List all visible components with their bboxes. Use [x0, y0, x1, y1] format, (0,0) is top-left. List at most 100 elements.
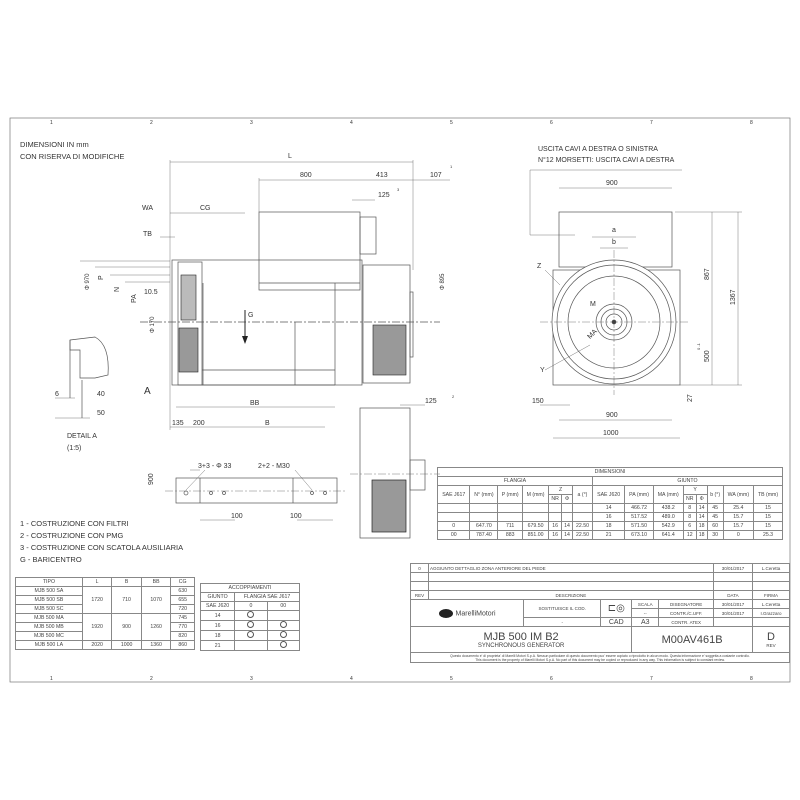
svg-text:1: 1: [450, 164, 453, 169]
svg-text:4: 4: [350, 120, 353, 126]
table-cell: [561, 503, 574, 513]
svg-text:7: 7: [650, 120, 653, 126]
svg-text:(1:5): (1:5): [67, 445, 81, 452]
table-cell: 14: [591, 503, 626, 513]
compatible-circle-icon: [279, 621, 287, 628]
front-view-generator: [529, 169, 690, 395]
foot-top-view: [165, 469, 345, 521]
table-cell: 22.50: [572, 521, 593, 531]
svg-text:PA: PA: [131, 294, 138, 303]
svg-text:1367: 1367: [730, 289, 737, 305]
svg-text:Φ 895: Φ 895: [440, 273, 446, 290]
svg-text:2: 2: [150, 120, 153, 126]
svg-text:4: 4: [350, 676, 353, 682]
svg-text:N°12 MORSETTI: USCITA CAVI A D: N°12 MORSETTI: USCITA CAVI A DESTRA: [538, 156, 675, 164]
svg-text:6: 6: [55, 391, 59, 398]
table-cell: 14: [561, 530, 574, 540]
table-cell: 00: [436, 530, 471, 540]
table-cell: 12: [682, 530, 697, 540]
table-cell: 542.9: [652, 521, 684, 531]
svg-text:P: P: [98, 275, 105, 280]
table-cell: 21: [591, 530, 626, 540]
table-cell: [436, 512, 471, 522]
table-cell: 489.0: [652, 512, 684, 522]
group-header: FLANGIA: [437, 476, 593, 486]
svg-text:2: 2: [150, 676, 153, 682]
svg-text:Y: Y: [540, 367, 545, 374]
svg-text:TB: TB: [143, 231, 152, 238]
table-cell: 787.40: [469, 530, 499, 540]
table-cell: [548, 512, 563, 522]
table-cell: [522, 512, 550, 522]
svg-text:Z: Z: [537, 263, 542, 270]
svg-text:N: N: [114, 287, 121, 292]
svg-text:1000: 1000: [603, 430, 619, 437]
svg-text:6: 6: [550, 676, 553, 682]
svg-text:800: 800: [300, 172, 312, 179]
svg-text:Φ 170: Φ 170: [150, 316, 156, 333]
table-cell: 18: [695, 521, 708, 531]
svg-text:3: 3: [250, 120, 253, 126]
compatible-circle-icon: [247, 611, 255, 618]
table-cell: 60: [706, 521, 724, 531]
pmg-side-view: [350, 407, 440, 539]
drawing-frame: [9, 117, 791, 683]
svg-text:CG: CG: [200, 205, 211, 212]
svg-text:500: 500: [704, 350, 711, 362]
table-cell: 30: [706, 530, 724, 540]
side-view-dimensions: [80, 160, 450, 430]
svg-text:150: 150: [532, 398, 544, 405]
svg-text:Φ 970: Φ 970: [85, 273, 91, 290]
svg-text:b: b: [612, 239, 616, 246]
svg-text:3+3 - Φ 33: 3+3 - Φ 33: [198, 463, 232, 470]
compatible-circle-icon: [247, 631, 255, 638]
table-cell: 711: [497, 521, 524, 531]
svg-text:900: 900: [606, 412, 618, 419]
table-row: 14: [199, 610, 301, 621]
svg-text:3: 3: [397, 187, 400, 192]
table-cell: 571.50: [624, 521, 654, 531]
svg-text:100: 100: [290, 513, 302, 520]
svg-text:BB: BB: [250, 400, 260, 407]
table-cell: [522, 503, 550, 513]
table-cell: 45: [706, 512, 724, 522]
svg-text:B: B: [265, 420, 270, 427]
compatible-circle-icon: [247, 621, 255, 628]
table-cell: [572, 512, 593, 522]
detail-a: [55, 336, 109, 419]
svg-text:USCITA CAVI A DESTRA O SINISTR: USCITA CAVI A DESTRA O SINISTRA: [538, 146, 658, 153]
note-modifications: CON RISERVA DI MODIFICHE: [20, 152, 125, 161]
legend-item: 2 - COSTRUZIONE CON PMG: [20, 531, 124, 540]
table-cell: 18: [695, 530, 708, 540]
table-cell: 851.00: [522, 530, 550, 540]
table-cell: 14: [561, 521, 574, 531]
compatible-circle-icon: [279, 641, 287, 648]
svg-text:5: 5: [450, 676, 453, 682]
table-row: 21: [199, 640, 301, 651]
svg-text:10.5: 10.5: [144, 289, 158, 296]
table-title: DIMENSIONI: [437, 467, 783, 477]
svg-text:200: 200: [193, 420, 205, 427]
table-cell: 466.72: [624, 503, 654, 513]
front-view-dimensions: [540, 187, 742, 439]
table-cell: 0: [722, 530, 755, 540]
svg-text:900: 900: [148, 473, 155, 485]
table-cell: [469, 503, 499, 513]
svg-text:40: 40: [97, 391, 105, 398]
table-cell: 517.52: [624, 512, 654, 522]
compatible-circle-icon: [279, 631, 287, 638]
legend-item: 1 - COSTRUZIONE CON FILTRI: [20, 519, 129, 528]
note-units: DIMENSIONI IN mm: [20, 140, 89, 149]
table-cell: [497, 503, 524, 513]
